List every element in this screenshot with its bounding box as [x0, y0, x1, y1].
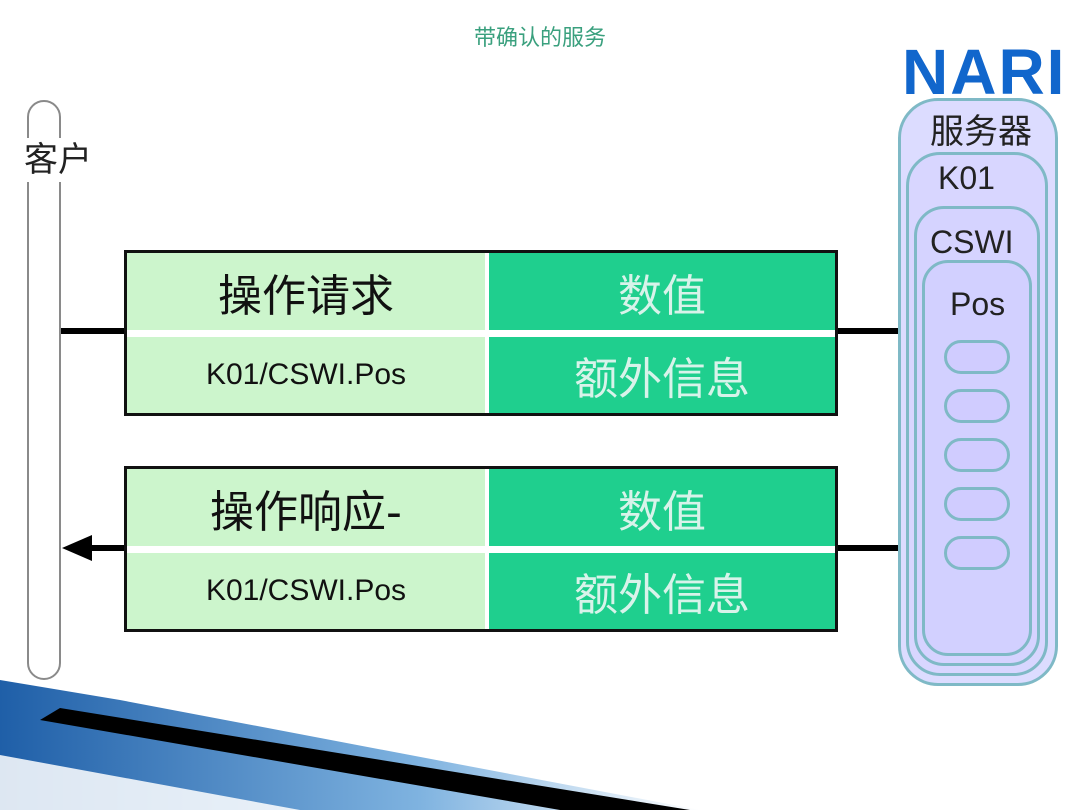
data-attribute-item: [944, 438, 1010, 472]
response-extra-info-label: 额外信息: [489, 553, 835, 629]
client-lifeline: [27, 100, 61, 680]
request-operation-label: 操作请求: [127, 253, 485, 330]
request-reference-label: K01/CSWI.Pos: [127, 337, 485, 413]
response-arrow-head-icon: [62, 535, 92, 561]
request-arrow-line-right: [836, 328, 902, 334]
response-arrow-line-right: [836, 545, 928, 551]
client-label: 客户: [24, 138, 92, 182]
cswi-label: CSWI: [930, 224, 1014, 260]
data-attribute-item: [944, 487, 1010, 521]
slide-title: 带确认的服务: [473, 26, 606, 51]
pos-label: Pos: [950, 286, 1006, 322]
response-reference-label: K01/CSWI.Pos: [127, 553, 485, 629]
server-label: 服务器: [930, 112, 1032, 152]
request-extra-info-label: 额外信息: [489, 337, 835, 413]
data-attribute-item: [944, 536, 1010, 570]
request-message-box: 操作请求 数值 K01/CSWI.Pos 额外信息: [124, 250, 838, 416]
data-attribute-item: [944, 389, 1010, 423]
k01-label: K01: [938, 160, 995, 196]
response-message-box: 操作响应- 数值 K01/CSWI.Pos 额外信息: [124, 466, 838, 632]
request-value-label: 数值: [489, 253, 835, 330]
request-arrow-line-left: [61, 328, 127, 334]
decorative-swoosh: [0, 680, 700, 810]
response-operation-label: 操作响应-: [127, 469, 485, 546]
response-arrow-line-left: [90, 545, 127, 551]
nari-logo: NARI: [902, 36, 1067, 108]
data-attribute-item: [944, 340, 1010, 374]
response-value-label: 数值: [489, 469, 835, 546]
